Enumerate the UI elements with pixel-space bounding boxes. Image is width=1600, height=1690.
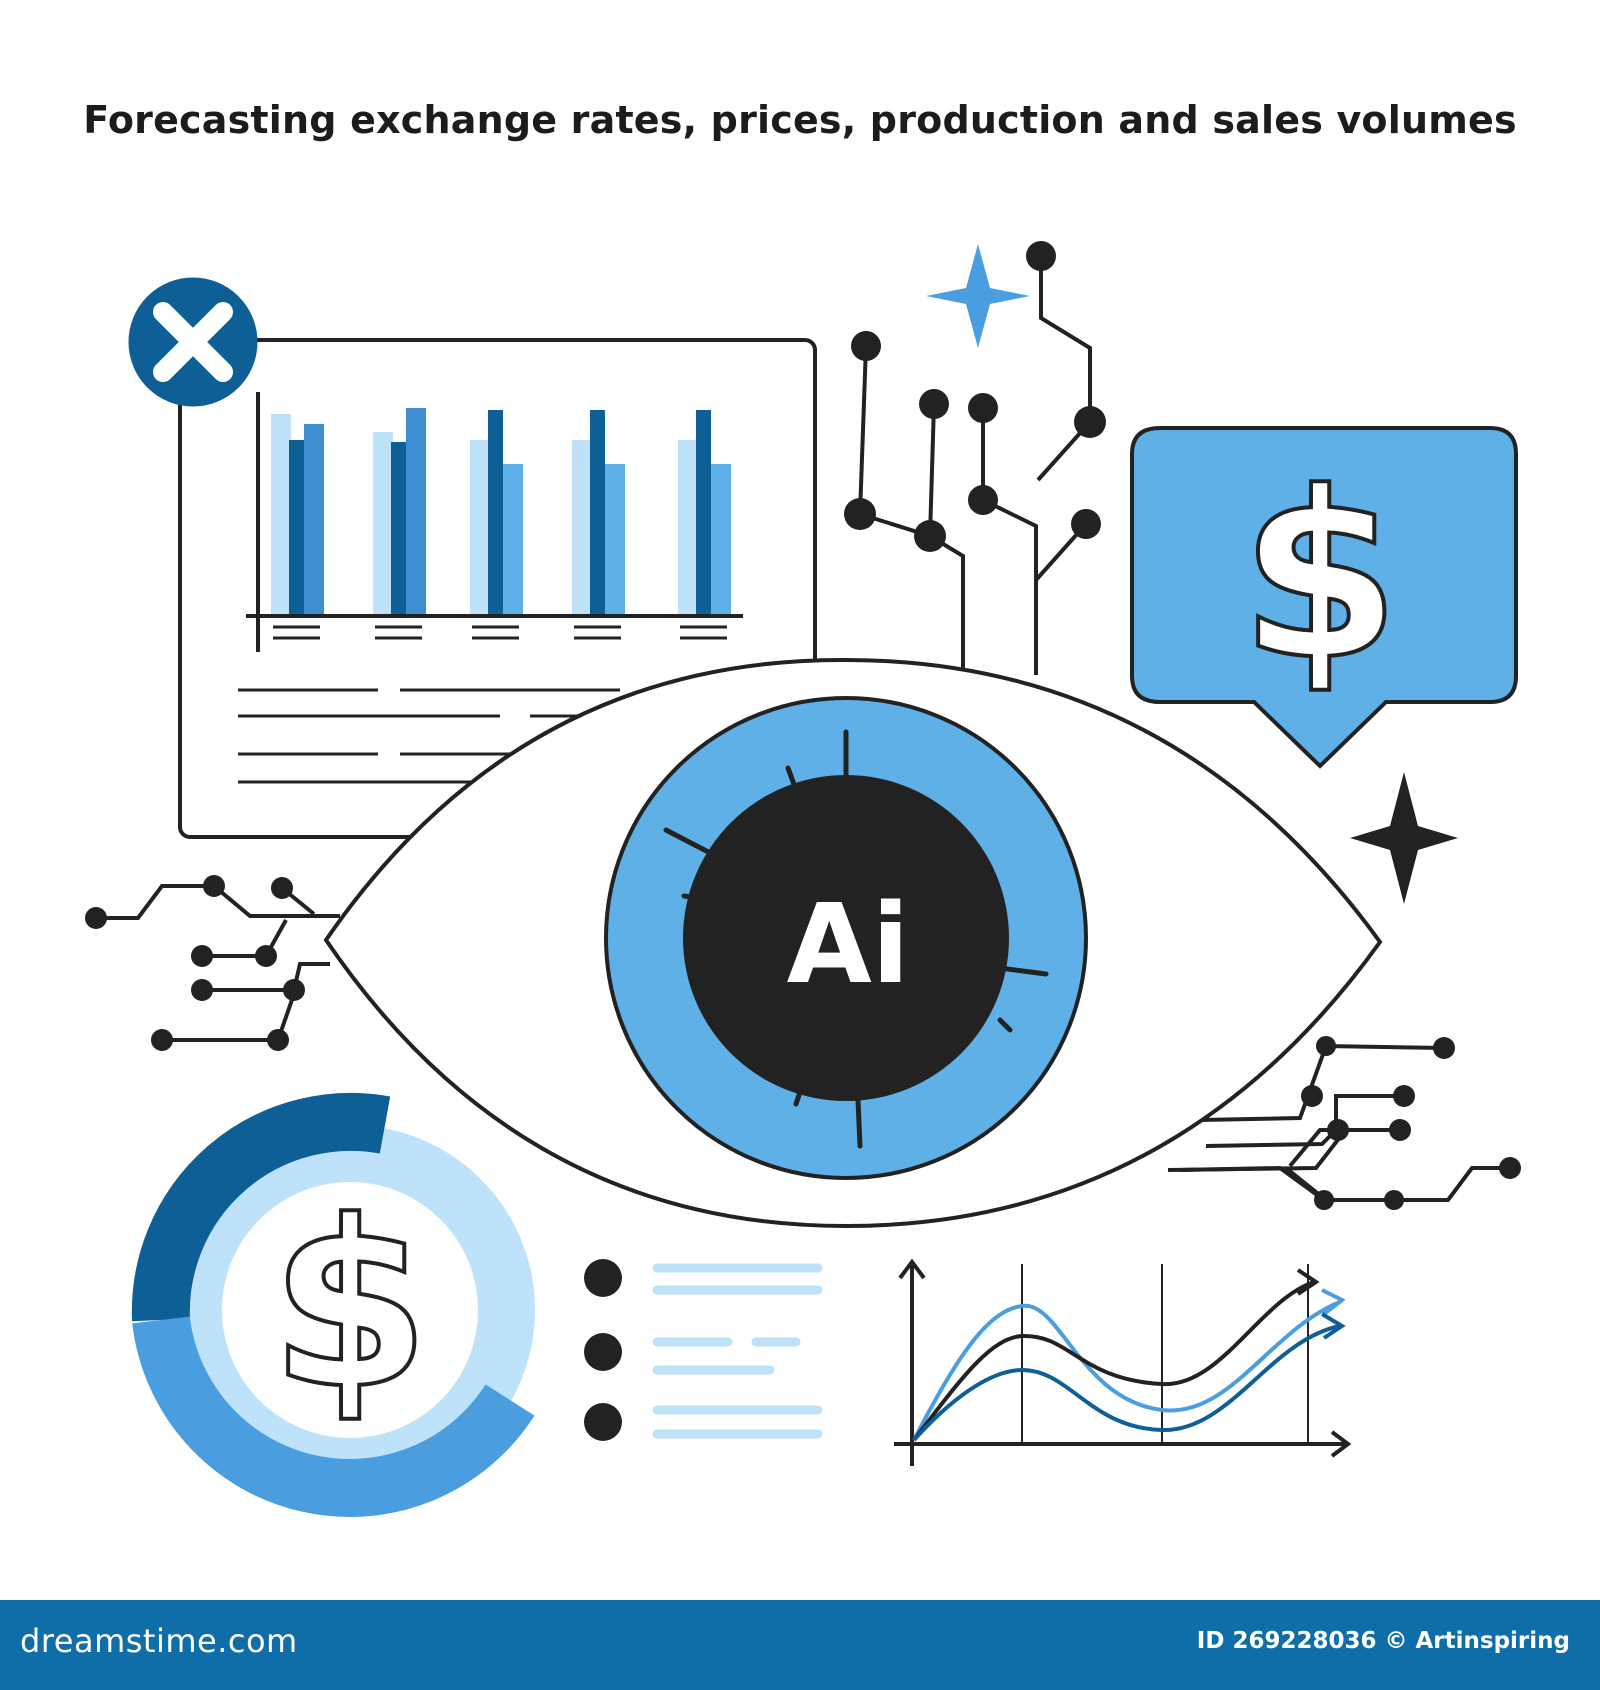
bar [678, 440, 698, 614]
bar [572, 440, 592, 614]
bar [373, 432, 393, 614]
bar [391, 442, 406, 614]
bar [605, 464, 625, 614]
line-series [912, 1324, 1341, 1442]
bar [590, 410, 605, 614]
bar [304, 424, 324, 614]
bar [696, 410, 711, 614]
bar [503, 464, 523, 614]
bullet-list [584, 1259, 823, 1441]
bar [406, 408, 426, 614]
dollar-icon: $ [270, 1173, 430, 1440]
sparkle-icon [1350, 772, 1458, 904]
circuit-tree [844, 241, 1106, 675]
bar [470, 440, 490, 614]
close-icon [128, 277, 258, 407]
bar [711, 464, 731, 614]
page-title: Forecasting exchange rates, prices, prod… [83, 98, 1517, 142]
circuit-left [85, 875, 340, 1051]
bar [488, 410, 503, 614]
dollar-icon: $ [1240, 444, 1400, 711]
ai-eye: Ai [323, 657, 1383, 1229]
watermark-logo[interactable]: dreamstime.com [20, 1622, 298, 1660]
line-series [912, 1280, 1315, 1442]
circuit-right [1167, 1036, 1521, 1210]
image-credit: ID 269228036 © Artinspiring [1196, 1628, 1570, 1654]
bar [271, 414, 291, 614]
donut-chart: $ [131, 1092, 535, 1517]
footer-bar: dreamstime.com ID 269228036 © Artinspiri… [0, 1600, 1600, 1690]
bar [289, 440, 304, 614]
illustration: $ [85, 241, 1521, 1517]
bar-chart [271, 408, 731, 614]
line-series [912, 1300, 1341, 1441]
sparkle-icon [926, 244, 1030, 348]
ai-badge: Ai [787, 880, 910, 1008]
dollar-speech-bubble: $ [1130, 426, 1518, 769]
line-chart [894, 1258, 1352, 1466]
